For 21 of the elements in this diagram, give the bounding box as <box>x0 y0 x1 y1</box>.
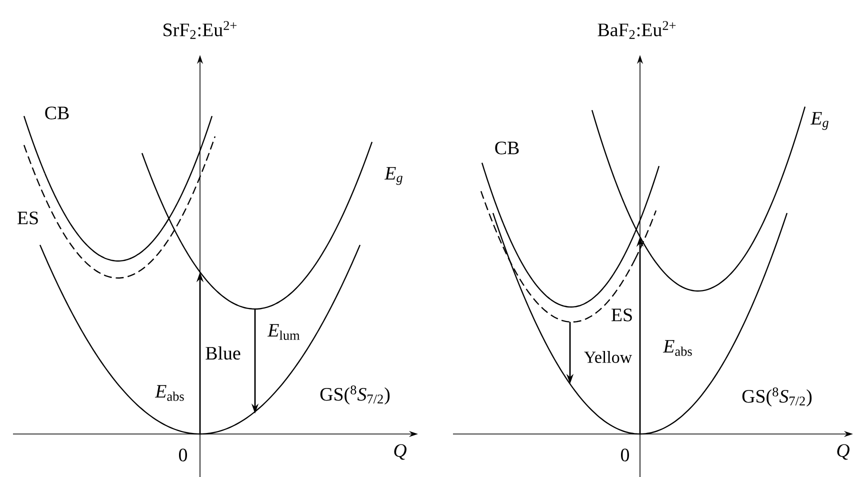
transition-label: Yellow <box>584 351 632 363</box>
axis-label: Q <box>837 444 850 460</box>
curve-label: E$_{g}$ <box>810 112 828 130</box>
transition-label: E$_{abs}$ <box>662 340 692 356</box>
curve-label: GS($^{8}$S$_{7/2}$) <box>320 385 390 405</box>
energy-curve <box>481 162 636 308</box>
origin-label: 0 <box>621 448 629 462</box>
panel-title: BaF$_{2}$:Eu$^{2+}$ <box>598 21 676 39</box>
transition-label: E$_{abs}$ <box>154 385 184 401</box>
energy-curve <box>591 106 806 292</box>
transition-label: Blue <box>206 346 240 360</box>
curve-label: CB <box>495 142 519 154</box>
energy-curve <box>141 142 373 310</box>
curve-label: ES <box>18 212 38 224</box>
curve-label: E$_{g}$ <box>384 167 402 185</box>
transition-label: E$_{lum}$ <box>267 324 300 340</box>
curve-label: ES <box>612 308 632 322</box>
axis-label: Q <box>394 444 406 460</box>
curve-label: GS($^{8}$S$_{7/2}$) <box>742 387 812 407</box>
curve-label: CB <box>45 106 69 120</box>
panel-title: SrF$_{2}$:Eu$^{2+}$ <box>164 21 237 39</box>
